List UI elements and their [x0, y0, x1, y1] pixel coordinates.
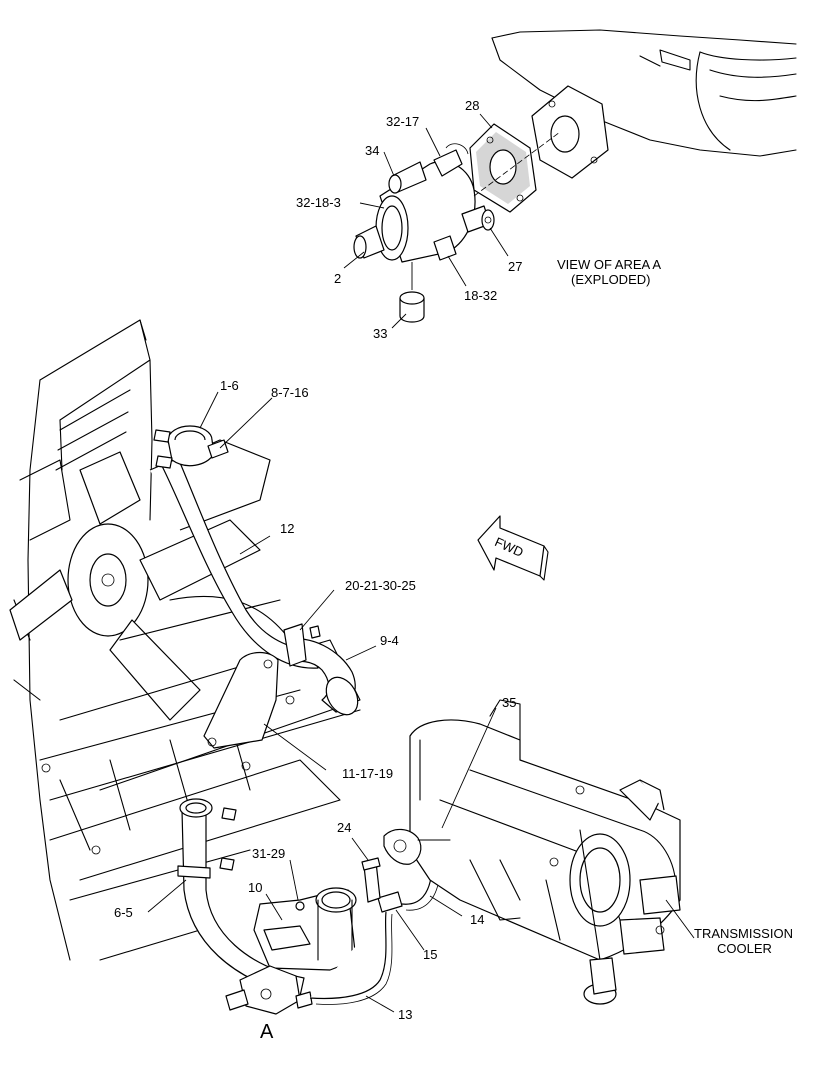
callout-9-4: 9-4: [380, 633, 399, 648]
engine-radiator-frame: [9, 319, 361, 961]
callout-34: 34: [365, 143, 379, 158]
callout-27: 27: [508, 259, 522, 274]
callout-31-29: 31-29: [252, 846, 285, 861]
callout-14: 14: [470, 912, 484, 927]
forward-direction-arrow: FWD: [477, 515, 549, 581]
callout-1-6: 1-6: [220, 378, 239, 393]
valve-mount-10: [253, 887, 357, 971]
callout-18-32: 18-32: [464, 288, 497, 303]
callout-8-7-16: 8-7-16: [271, 385, 309, 400]
transmission-cooler-label-line1: TRANSMISSION: [694, 926, 793, 941]
leader-lines: [147, 113, 695, 1013]
view-title-line2: (EXPLODED): [571, 272, 650, 287]
callout-35: 35: [502, 695, 516, 710]
elbow-hose-9-4: [283, 623, 359, 716]
callout-32-18-3: 32-18-3: [296, 195, 341, 210]
callout-labels: 28 32-17 34 32-18-3 2 27 18-32 33 VIEW O…: [114, 98, 793, 1043]
area-marker-a: A: [260, 1021, 274, 1043]
callout-13: 13: [398, 1007, 412, 1022]
callout-24: 24: [337, 820, 351, 835]
callout-32-17: 32-17: [386, 114, 419, 129]
callout-6-5: 6-5: [114, 905, 133, 920]
callout-20-21-30-25: 20-21-30-25: [345, 578, 416, 593]
callout-11-17-19: 11-17-19: [342, 766, 393, 781]
view-title-line1: VIEW OF AREA A: [557, 257, 661, 272]
callout-28: 28: [465, 98, 479, 113]
transmission-cooler-label-line2: COOLER: [717, 941, 772, 956]
upper-hose-12: [153, 425, 319, 669]
exploded-view-area-a: [353, 29, 797, 323]
callout-2: 2: [334, 271, 341, 286]
callout-33: 33: [373, 326, 387, 341]
transmission-cooler: [383, 699, 681, 1005]
callout-15: 15: [423, 947, 437, 962]
callout-12: 12: [280, 521, 294, 536]
valve-area-a: [225, 965, 313, 1015]
hose-line-13-15: [309, 857, 403, 1005]
lower-tube-6-5: [177, 798, 305, 997]
callout-10: 10: [248, 880, 262, 895]
bracket-11-17-19: [203, 651, 279, 749]
